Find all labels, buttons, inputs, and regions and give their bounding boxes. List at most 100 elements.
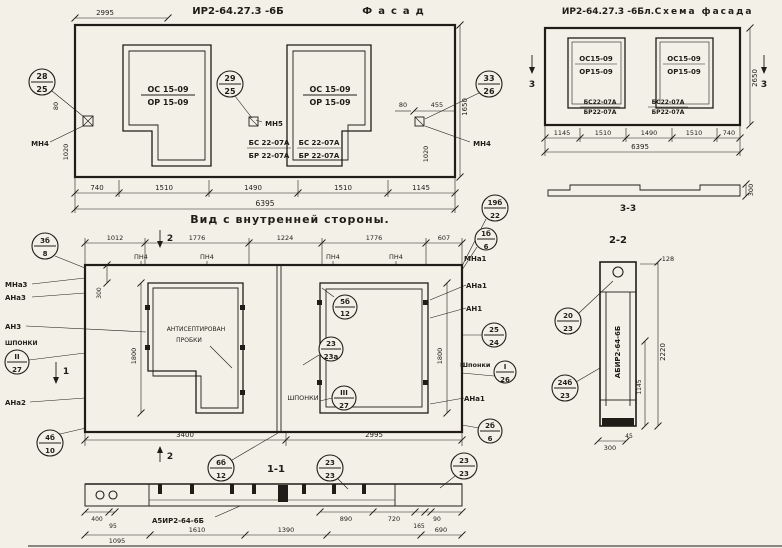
inner-dim-1800-left: 1800 [130,348,138,365]
svg-text:3: 3 [529,80,535,90]
inner-view-title: Вид с внутренней стороны. [190,213,389,226]
svg-text:ПРОБКИ: ПРОБКИ [176,337,202,344]
facade-title-code: ИР2-64.27.3 -6Б [192,6,283,17]
svg-text:2995: 2995 [365,431,383,439]
svg-text:23: 23 [459,457,469,465]
svg-text:1490: 1490 [641,129,658,137]
schema-dim-total: 6395 [631,143,649,151]
svg-text:ПН4: ПН4 [389,253,403,261]
svg-text:26: 26 [483,87,495,96]
section-2-marker-bottom: 2 [157,446,173,462]
svg-text:165: 165 [413,523,425,530]
section-1-1-dims-row1: 400 95 890 720 165 90 [81,508,466,530]
callout-6b-12: 6б 12 [207,454,235,482]
svg-text:ОР15-09: ОР15-09 [579,68,613,76]
inner-dim-300: 300 [96,287,103,299]
svg-text:740: 740 [723,129,735,137]
facade-block-labels: БС 22-07А БР 22-07А БС 22-07А БР 22-07А [247,139,341,160]
facade-dim-1020-left: 1020 [62,144,70,161]
facade-opening-right-top: ОС 15-09 [309,85,350,94]
facade-opening-left: ОС 15-09 ОР 15-09 [122,44,212,167]
section-1-marker-left: 1 [53,362,69,384]
section-2-2-panel [599,261,637,427]
section-2-2-dim-1145: 1145 [636,379,643,394]
svg-text:25: 25 [489,326,499,334]
inner-dim-1800-right: 1800 [436,348,444,365]
callout-29-25: 29 25 [216,70,244,98]
svg-text:6б: 6б [216,459,226,467]
svg-text:5б: 5б [340,298,350,306]
facade-block-right-bottom: БР 22-07А [299,152,340,160]
callout-2b-6: 2б 6 [477,418,503,444]
svg-text:АНТИСЕПТИРОВАН: АНТИСЕПТИРОВАН [167,326,226,333]
svg-text:27: 27 [12,366,22,374]
section-3-3: 3-3 300 [547,180,755,214]
schema-opening-left: ОС15-09 ОР15-09 [567,37,626,109]
svg-text:1012: 1012 [107,234,124,242]
svg-text:400: 400 [91,516,103,523]
callout-23-23a: 23 23а [318,336,344,362]
inner-panel-outline [83,263,464,434]
svg-text:27: 27 [339,402,349,410]
svg-text:19б: 19б [488,199,503,207]
facade-dim-80-right: 80 [399,101,407,109]
callout-28-25: 28 25 [28,68,56,96]
facade-opening-left-bottom: ОР 15-09 [147,98,188,107]
svg-text:33: 33 [483,74,494,83]
section-2-2: 2-2 АБИР2-64-6Б 128 2220 1145 45 300 20 … [551,235,674,452]
svg-text:10: 10 [45,447,55,455]
svg-text:1б: 1б [481,230,491,238]
section-3-3-dim-300: 300 [747,184,755,196]
svg-text:23: 23 [326,340,336,348]
section-2-2-title: 2-2 [609,235,627,246]
svg-text:23: 23 [325,459,335,467]
svg-text:6: 6 [484,243,489,251]
svg-text:24: 24 [489,339,499,347]
section-3-3-title: 3-3 [620,204,636,214]
inner-view-drawing: Вид с внутренней стороны. 1012 1776 1224… [4,194,517,462]
callout-25-24: 25 24 [481,322,507,348]
callout-ii-27: II 27 [4,349,30,375]
svg-text:1776: 1776 [366,234,383,242]
svg-text:ОС15-09: ОС15-09 [579,55,613,63]
svg-text:1145: 1145 [554,129,571,137]
svg-text:3: 3 [761,80,767,90]
facade-title-word: Фасад [362,6,429,17]
callout-4b-10: 4б 10 [36,429,64,457]
callout-5b-12: 5б 12 [332,294,358,320]
facade-dim-1650: 1650 [461,98,469,116]
svg-text:690: 690 [435,526,447,534]
svg-text:АНа1: АНа1 [464,395,485,403]
svg-text:23: 23 [563,325,573,333]
svg-text:12: 12 [216,472,226,480]
svg-text:1224: 1224 [277,234,294,242]
schema-opening-right: ОС15-09 ОР15-09 [655,37,714,109]
svg-text:23а: 23а [324,353,339,361]
facade-anchor-label-mn4-left: МН4 [31,140,49,148]
facade-drawing: 2995 ИР2-64.27.3 -6Б Фасад ОС 15-09 ОР 1… [28,6,503,213]
facade-anchor-label-mn4-right: МН4 [473,140,491,148]
svg-text:1145: 1145 [412,184,430,192]
svg-text:II: II [14,353,19,361]
svg-text:740: 740 [90,184,103,192]
section-2-2-dim-45: 45 [625,433,633,440]
callout-1b-6: 1б 6 [474,227,498,251]
facade-panel-outline [73,23,457,179]
svg-text:2: 2 [167,452,173,462]
svg-text:2: 2 [167,234,173,244]
schema-title-code: ИР2-64.27.3 -6Бл. [562,7,654,17]
facade-dim-80-left: 80 [52,102,60,110]
inner-bottom-dims: 3400 2995 [81,431,466,446]
svg-text:4б: 4б [45,434,55,442]
section-2-marker-top: 2 [157,230,173,248]
svg-text:1390: 1390 [278,526,295,534]
section-3-marker-right: 3 [761,55,767,90]
svg-text:26: 26 [500,376,510,384]
svg-text:23: 23 [325,472,335,480]
svg-text:720: 720 [388,515,400,523]
facade-bottom-dims: 740 1510 1490 1510 1145 6395 [71,177,459,213]
svg-text:8: 8 [43,250,48,258]
svg-text:24б: 24б [558,379,573,387]
callout-24b-23: 24б 23 [551,374,579,402]
